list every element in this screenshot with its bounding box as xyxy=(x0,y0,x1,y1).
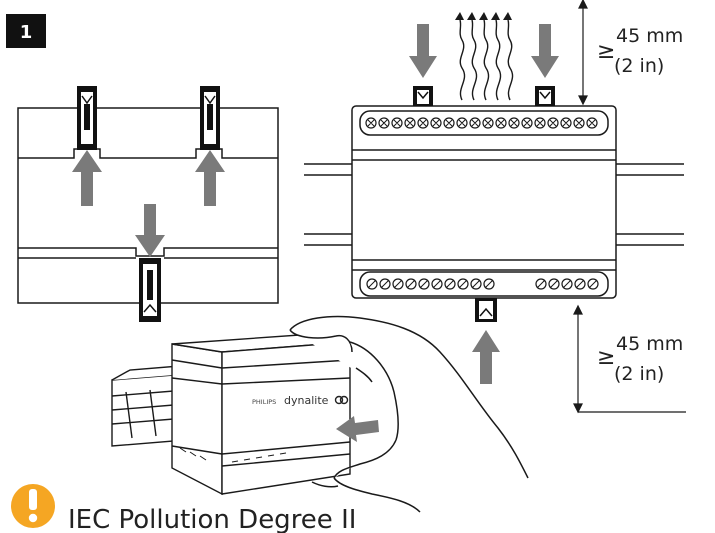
step-badge: 1 xyxy=(6,14,46,48)
clearance-top-dimension xyxy=(578,0,588,106)
arrow-down-front-left xyxy=(409,24,437,78)
din-clip-front-bottom xyxy=(475,298,497,322)
clearance-bottom-value: 45 mm xyxy=(616,333,683,355)
clearance-bottom-dimension xyxy=(573,304,686,414)
warning-callout xyxy=(11,484,55,528)
device-brand: PHILIPS xyxy=(252,398,276,406)
warning-text: IEC Pollution Degree II xyxy=(68,505,356,533)
clearance-top-value: 45 mm xyxy=(616,25,683,47)
hand-illustration xyxy=(289,315,529,513)
device-product: dynalite xyxy=(284,394,329,407)
exclamation-icon xyxy=(28,489,38,523)
arrow-up-right xyxy=(195,150,225,206)
din-clip-bottom xyxy=(139,258,161,322)
din-clip-front-top-left xyxy=(413,86,433,106)
clearance-bottom-imperial: (2 in) xyxy=(614,363,664,385)
arrow-up-left xyxy=(72,150,102,206)
arrow-down-front-right xyxy=(531,24,559,78)
arrow-down-center xyxy=(135,204,165,257)
arrow-up-front-bottom xyxy=(472,330,500,384)
device-perspective xyxy=(171,333,351,496)
step-number: 1 xyxy=(20,22,33,43)
din-rails xyxy=(304,163,684,246)
dynalite-logo-icon xyxy=(334,395,349,405)
device-front xyxy=(351,105,617,299)
heat-dissipation-arrows xyxy=(459,19,514,101)
din-clip-top-left xyxy=(77,86,97,150)
din-clip-top-right xyxy=(200,86,220,150)
din-clip-front-top-right xyxy=(535,86,555,106)
clearance-top-imperial: (2 in) xyxy=(614,55,664,77)
arrow-push-device xyxy=(336,416,379,442)
clearance-bottom-symbol: ≥ xyxy=(597,345,615,370)
clearance-top-symbol: ≥ xyxy=(597,39,615,64)
